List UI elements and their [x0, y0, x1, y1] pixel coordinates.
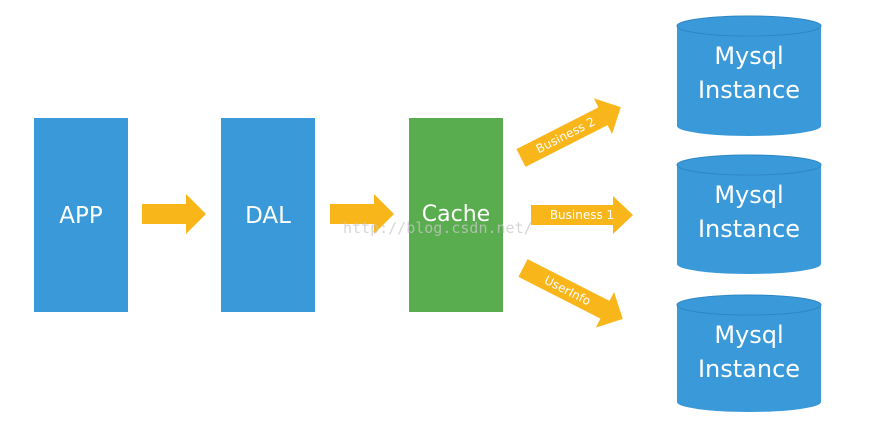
db-3-line2: Instance: [698, 355, 800, 383]
app-label: APP: [59, 203, 103, 229]
arrow-dal-to-cache: [330, 194, 394, 234]
db-2-line2: Instance: [698, 215, 800, 243]
dal-node: DAL: [221, 118, 315, 312]
db-3-line1: Mysql: [714, 321, 783, 349]
arrow-business-2: Business 2: [516, 98, 621, 167]
cache-label: Cache: [422, 202, 490, 227]
db-1-line2: Instance: [698, 76, 800, 104]
business-2-label: Business 2: [534, 114, 598, 156]
arrow-app-to-dal: [142, 194, 206, 234]
db-2-line1: Mysql: [714, 181, 783, 209]
database-icon: [676, 15, 822, 136]
db-1-line1: Mysql: [714, 42, 783, 70]
mysql-instance-1: Mysql Instance: [676, 15, 822, 136]
arrow-business-1: Business 1: [531, 196, 633, 234]
dal-label: DAL: [245, 203, 291, 229]
arrow-userinfo: UserInfo: [518, 259, 623, 328]
app-node: APP: [34, 118, 128, 312]
mysql-instance-2: Mysql Instance: [676, 154, 822, 274]
cache-node: Cache: [409, 118, 503, 312]
business-1-label: Business 1: [550, 208, 614, 222]
database-icon: [676, 294, 822, 412]
database-icon: [676, 154, 822, 274]
watermark-text: http://blog.csdn.net/: [343, 219, 533, 237]
mysql-instance-3: Mysql Instance: [676, 294, 822, 412]
